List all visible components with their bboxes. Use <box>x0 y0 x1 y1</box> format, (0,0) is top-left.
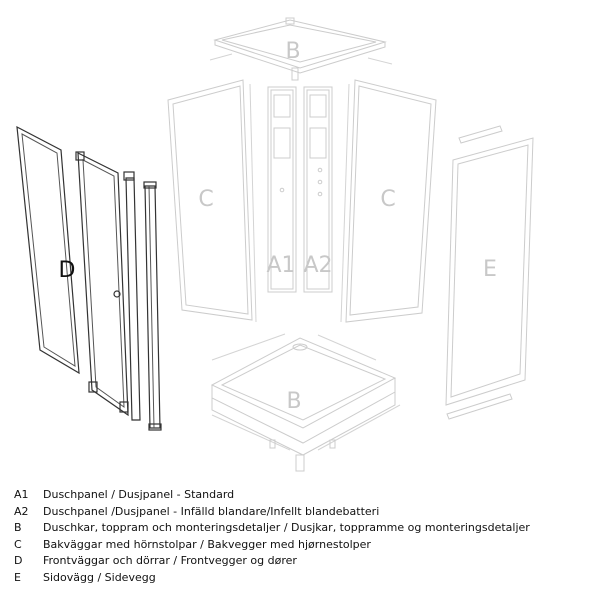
back-wall-left-c <box>167 79 257 323</box>
label-c-right: C <box>380 187 395 212</box>
legend-row-b: B Duschkar, toppram och monteringsdetalj… <box>14 521 594 538</box>
legend-code: E <box>14 570 21 584</box>
label-e: E <box>483 257 497 282</box>
legend-text: Duschpanel / Dusjpanel - Standard <box>43 488 235 501</box>
legend: A1 Duschpanel / Dusjpanel - Standard A2 … <box>14 488 594 587</box>
legend-code: D <box>14 554 23 567</box>
exploded-view-diagram: B C A1 A2 C E <box>16 17 534 472</box>
legend-row-d: D Frontväggar och dörrar / Frontvegger o… <box>14 554 594 571</box>
shower-tray-b <box>210 333 401 472</box>
legend-code: C <box>14 537 22 551</box>
legend-code: A1 <box>14 488 29 501</box>
label-a1: A1 <box>266 253 295 278</box>
top-frame-b <box>209 17 393 81</box>
label-b-bottom: B <box>286 389 301 414</box>
label-d: D <box>59 258 76 283</box>
legend-row-a1: A1 Duschpanel / Dusjpanel - Standard <box>14 488 594 505</box>
shower-panel-a2 <box>303 86 333 293</box>
side-wall-e <box>445 125 534 420</box>
legend-text: Bakväggar med hörnstolpar / Bakvegger me… <box>43 537 371 551</box>
front-wall-d <box>16 125 80 375</box>
legend-text: Sidovägg / Sidevegg <box>43 570 156 584</box>
front-door-d <box>75 151 129 417</box>
shower-panel-a1 <box>267 86 297 293</box>
legend-text: Frontväggar och dörrar / Frontvegger og … <box>43 554 297 567</box>
legend-row-e: E Sidovägg / Sidevegg <box>14 571 594 588</box>
legend-text: Duschkar, toppram och monteringsdetaljer… <box>43 521 530 534</box>
legend-code: A2 <box>14 504 29 518</box>
legend-code: B <box>14 521 22 534</box>
legend-text: Duschpanel /Dusjpanel - Infälld blandare… <box>43 504 380 518</box>
label-b-top: B <box>285 39 300 64</box>
label-c-left: C <box>198 187 213 212</box>
legend-row-c: C Bakväggar med hörnstolpar / Bakvegger … <box>14 538 594 555</box>
legend-row-a2: A2 Duschpanel /Dusjpanel - Infälld bland… <box>14 505 594 522</box>
corner-post-d <box>123 171 162 431</box>
label-a2: A2 <box>303 253 332 278</box>
back-wall-right-c <box>340 79 437 323</box>
